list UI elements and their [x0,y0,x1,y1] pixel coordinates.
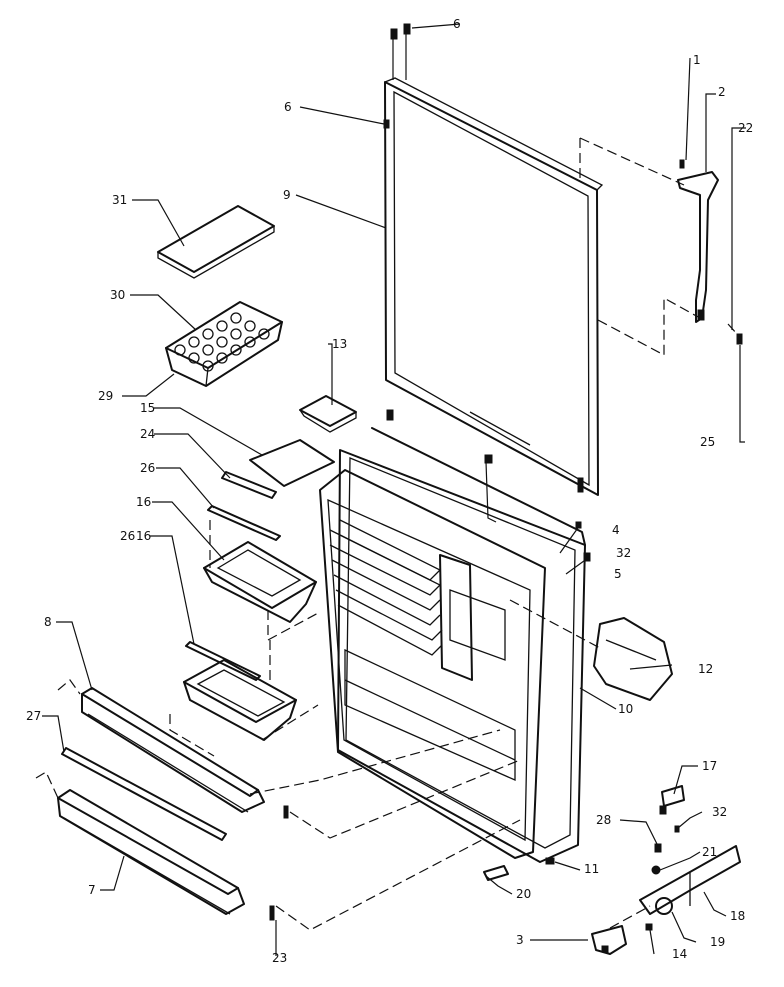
ice-tray-cover [157,205,275,279]
callout-25: 25 [700,435,715,449]
callout-28: 28 [596,813,611,827]
callout-23: 23 [272,951,287,965]
callout-labels: 1 2 3 4 5 6 6 7 8 9 10 11 12 13 14 15 16… [26,17,753,965]
leader-lines [42,23,746,956]
rail-26-upper [207,505,281,541]
callout-18: 18 [730,909,745,923]
evaporator-cover [249,439,335,487]
callout-22: 22 [738,121,753,135]
callout-27: 27 [26,709,41,723]
callout-19: 19 [710,935,725,949]
callout-16-lower: 16 [136,529,151,543]
lower-bin [183,659,319,741]
callout-2: 2 [718,85,726,99]
crisper-cover [509,599,673,701]
callout-16-upper: 16 [136,495,151,509]
callout-31: 31 [112,193,127,207]
callout-6-top: 6 [453,17,461,31]
door-rail-27 [61,747,227,841]
callout-3: 3 [516,933,524,947]
callout-5: 5 [614,567,622,581]
small-dish [299,395,357,433]
cabinet-liner [319,427,586,863]
callout-6-side: 6 [284,100,292,114]
callout-32-door: 32 [616,546,631,560]
callout-8: 8 [44,615,52,629]
rail-26-lower [185,641,261,681]
callout-9: 9 [283,188,291,202]
callout-15: 15 [140,401,155,415]
callout-17: 17 [702,759,717,773]
callout-7: 7 [88,883,96,897]
callout-29: 29 [98,389,113,403]
upper-bin [203,520,321,642]
callout-1: 1 [693,53,701,67]
rail-24 [221,471,277,499]
callout-21: 21 [702,845,717,859]
callout-4: 4 [612,523,620,537]
callout-24: 24 [140,427,155,441]
door-shelf-8 [57,679,265,813]
ice-tray [165,301,283,387]
callout-10: 10 [618,702,633,716]
callout-20: 20 [516,887,531,901]
upper-hinge-assembly [579,137,743,356]
callout-26-lower: 26 [120,529,135,543]
callout-30: 30 [110,288,125,302]
callout-11: 11 [584,862,599,876]
assembly-lines [249,640,521,931]
door-panel [384,77,604,496]
door-shelf-7 [35,771,245,915]
callout-12: 12 [698,662,713,676]
callout-26-upper: 26 [140,461,155,475]
lower-hinge-assembly [483,785,741,955]
callout-14: 14 [672,947,687,961]
callout-32-hinge: 32 [712,805,727,819]
callout-13: 13 [332,337,347,351]
